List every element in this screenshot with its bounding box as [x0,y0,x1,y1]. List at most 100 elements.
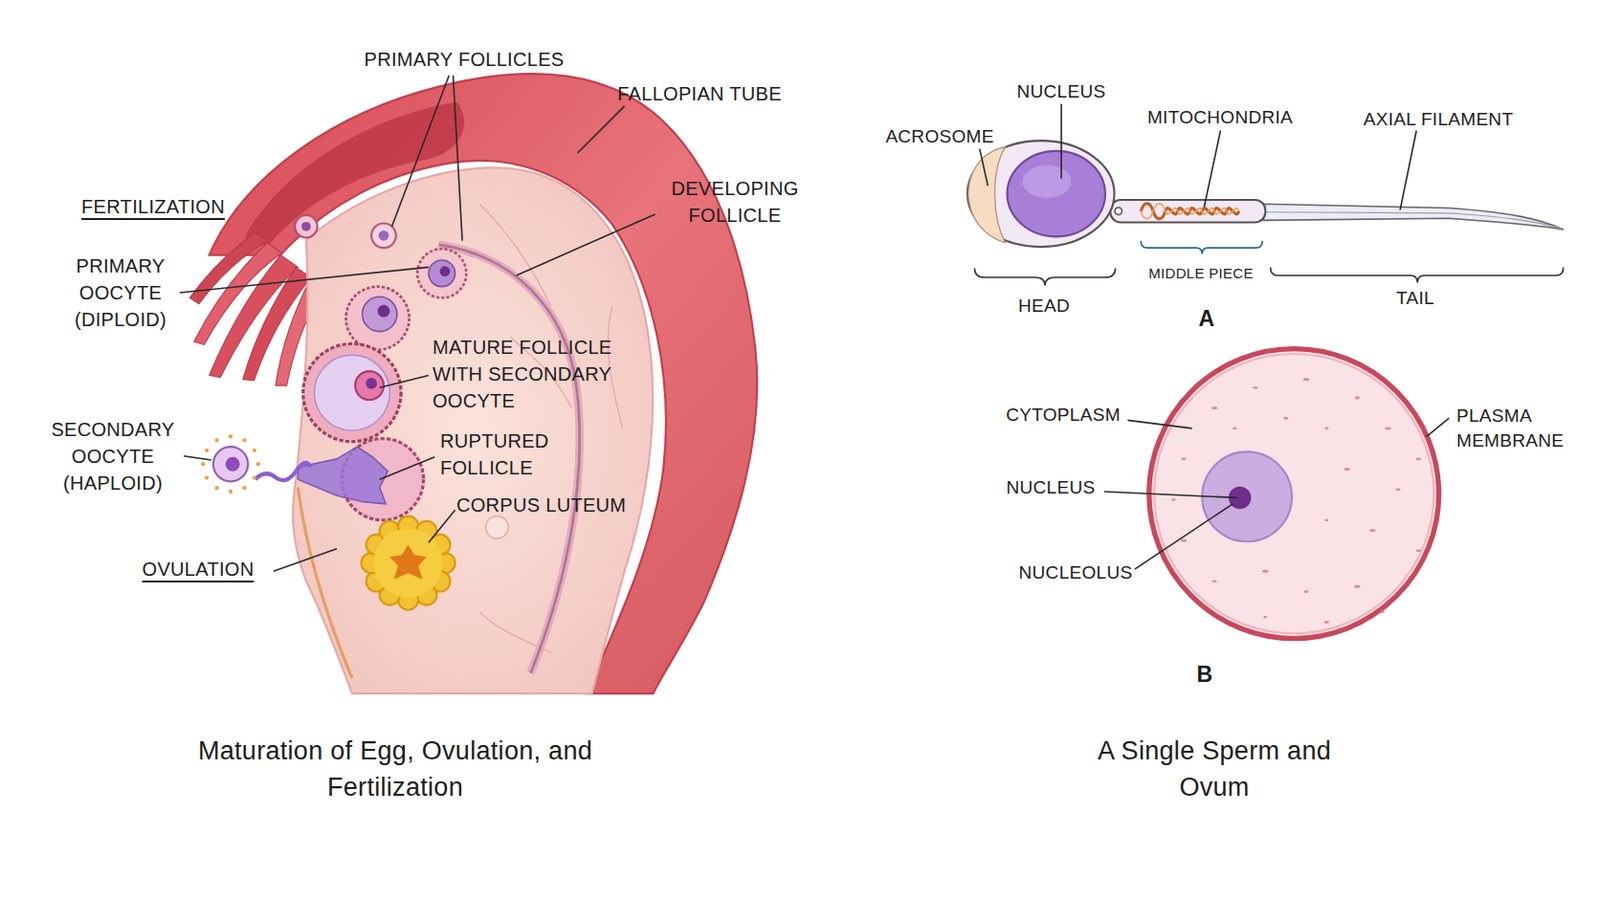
acrosome [968,147,1005,244]
oocyte-nucleus [440,266,451,277]
leader-line [273,549,337,572]
granule [1395,488,1400,491]
tube-follicle-nucleus [378,230,390,242]
leader-line [1134,504,1233,570]
fimbria [189,232,267,305]
centriole [1114,207,1122,215]
ovary-vessel [479,203,623,653]
mature-follicle [303,343,401,442]
corona-dot [214,438,219,443]
granule [1252,386,1258,390]
follicle-membrane [439,244,580,674]
leader-line [452,75,463,242]
leader-line [516,214,656,276]
middle-piece-bracket [1140,241,1263,255]
corona-dots [200,434,261,494]
granule [1354,585,1360,589]
corona-dot [252,448,257,453]
corona-dot [204,475,209,480]
tail-bracket [1270,266,1564,283]
stage-label: OVULATION [111,555,285,583]
tube-follicle [371,223,397,249]
ovum-membrane [1149,349,1440,640]
ovulation-stream [255,463,312,481]
leader-line [1104,491,1238,498]
corona-dot [242,486,246,490]
ovum [1149,349,1440,640]
part-label: CORPUS LUTEUM [456,491,667,519]
granule [1416,549,1422,553]
granule [1355,396,1360,400]
granule [1283,417,1289,421]
part-label: MITOCHONDRIA [1124,105,1316,132]
corona-dot [200,462,205,467]
axial-filament-line [1265,212,1561,229]
illustration-scale [179,73,1564,694]
oocyte-nucleus [365,377,378,390]
part-label: FALLOPIAN TUBE [575,80,824,108]
part-label: SECONDARY OOCYTE (HAPLOID) [41,416,185,497]
leader-line [379,375,429,388]
part-label: PRIMARY FOLLICLES [320,45,608,73]
ovum-inner-ring [1154,354,1434,634]
stage-label: FERTILIZATION [47,193,259,221]
corpus-albicans [486,516,509,539]
corona-dot [242,438,246,443]
part-label: RUPTURED FOLLICLE [440,427,575,482]
primary-follicle [417,248,467,298]
corona-dot [228,489,233,494]
granule [1369,529,1376,533]
granule [1180,539,1187,543]
part-label: NUCLEUS [983,475,1118,502]
leader-line [428,510,456,543]
granule [1324,621,1330,624]
part-label: DEVELOPING FOLLICLE [656,175,815,229]
corpus-luteum [361,516,456,611]
figure-caption: A Single Sperm and Ovum [1061,733,1368,807]
granule [1211,579,1217,583]
granule [1303,377,1310,381]
secondary-oocyte [213,446,248,482]
leader-line [979,149,989,186]
rupture-opening [297,446,388,505]
leader-line [379,457,436,480]
leader-line [1426,418,1449,437]
granule [1263,616,1267,620]
part-label: ACROSOME [863,124,1017,151]
granule [1171,498,1176,502]
mitochondria-coil-back [1140,203,1239,220]
corona-dot [228,434,233,439]
granule [1180,457,1186,461]
granule [1211,406,1218,410]
leader-line [183,456,212,461]
granule [1232,427,1237,431]
secondary-oocyte-in-follicle [355,371,384,400]
granule [1303,590,1309,594]
oocyte-nucleus [225,457,241,472]
figure-caption: Maturation of Egg, Ovulation, and Fertil… [179,733,611,807]
oocyte-nucleus [377,305,391,318]
follicle-antrum [313,355,390,431]
part-label: MATURE FOLLICLE WITH SECONDARY OOCYTE [432,333,653,415]
sperm-tail [1263,203,1564,230]
part-label: PRIMARY OOCYTE (DIPLOID) [61,252,181,334]
corona-dot [256,462,261,467]
part-label: AXIAL FILAMENT [1333,107,1544,134]
bracket-label: TAIL [1367,286,1464,312]
corona-dot [252,475,257,480]
part-label: NUCLEUS [994,79,1129,106]
leader-line [1400,130,1417,210]
granule [1416,457,1422,461]
leader-lines [979,104,1450,570]
ovary-edge [297,488,353,679]
leader-line [179,266,429,293]
sperm-head [967,140,1115,247]
leader-line [391,75,449,227]
granule [1384,426,1391,430]
luteum-core [389,544,426,579]
corona-dot [204,448,209,453]
granule [1324,519,1329,523]
panel-letter: A [1187,303,1226,334]
follicle-membrane [439,244,580,674]
